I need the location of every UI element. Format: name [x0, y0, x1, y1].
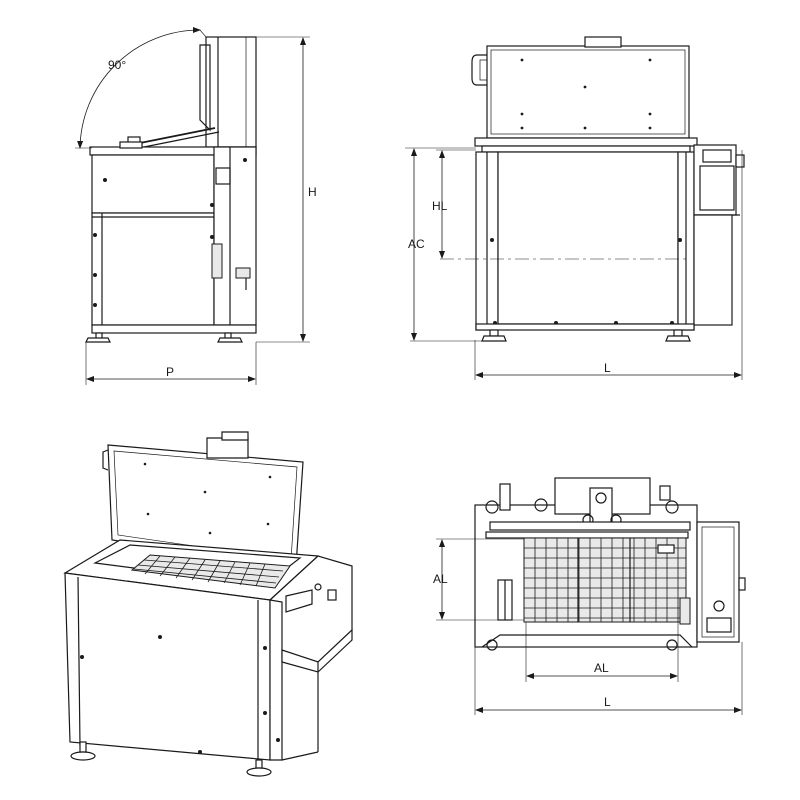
side-view-dimensions: 90° H P — [75, 27, 317, 385]
front-view-dimensions: HL AC L — [405, 147, 743, 380]
length-front-label: L — [604, 361, 611, 375]
isometric-view — [63, 431, 353, 777]
iso-basket — [130, 554, 291, 589]
height-label: H — [308, 185, 317, 199]
liquid-height-label: HL — [432, 199, 448, 213]
depth-label: P — [166, 365, 174, 379]
front-view — [471, 36, 745, 342]
top-view — [474, 477, 746, 651]
basket-length-label: AL — [594, 661, 609, 675]
length-top-label: L — [604, 695, 611, 709]
angle-label: 90° — [108, 58, 126, 72]
working-height-label: AC — [408, 237, 425, 251]
side-view — [85, 36, 257, 343]
top-view-dimensions: AL AL L — [433, 538, 743, 715]
basket-width-label: AL — [433, 572, 448, 586]
